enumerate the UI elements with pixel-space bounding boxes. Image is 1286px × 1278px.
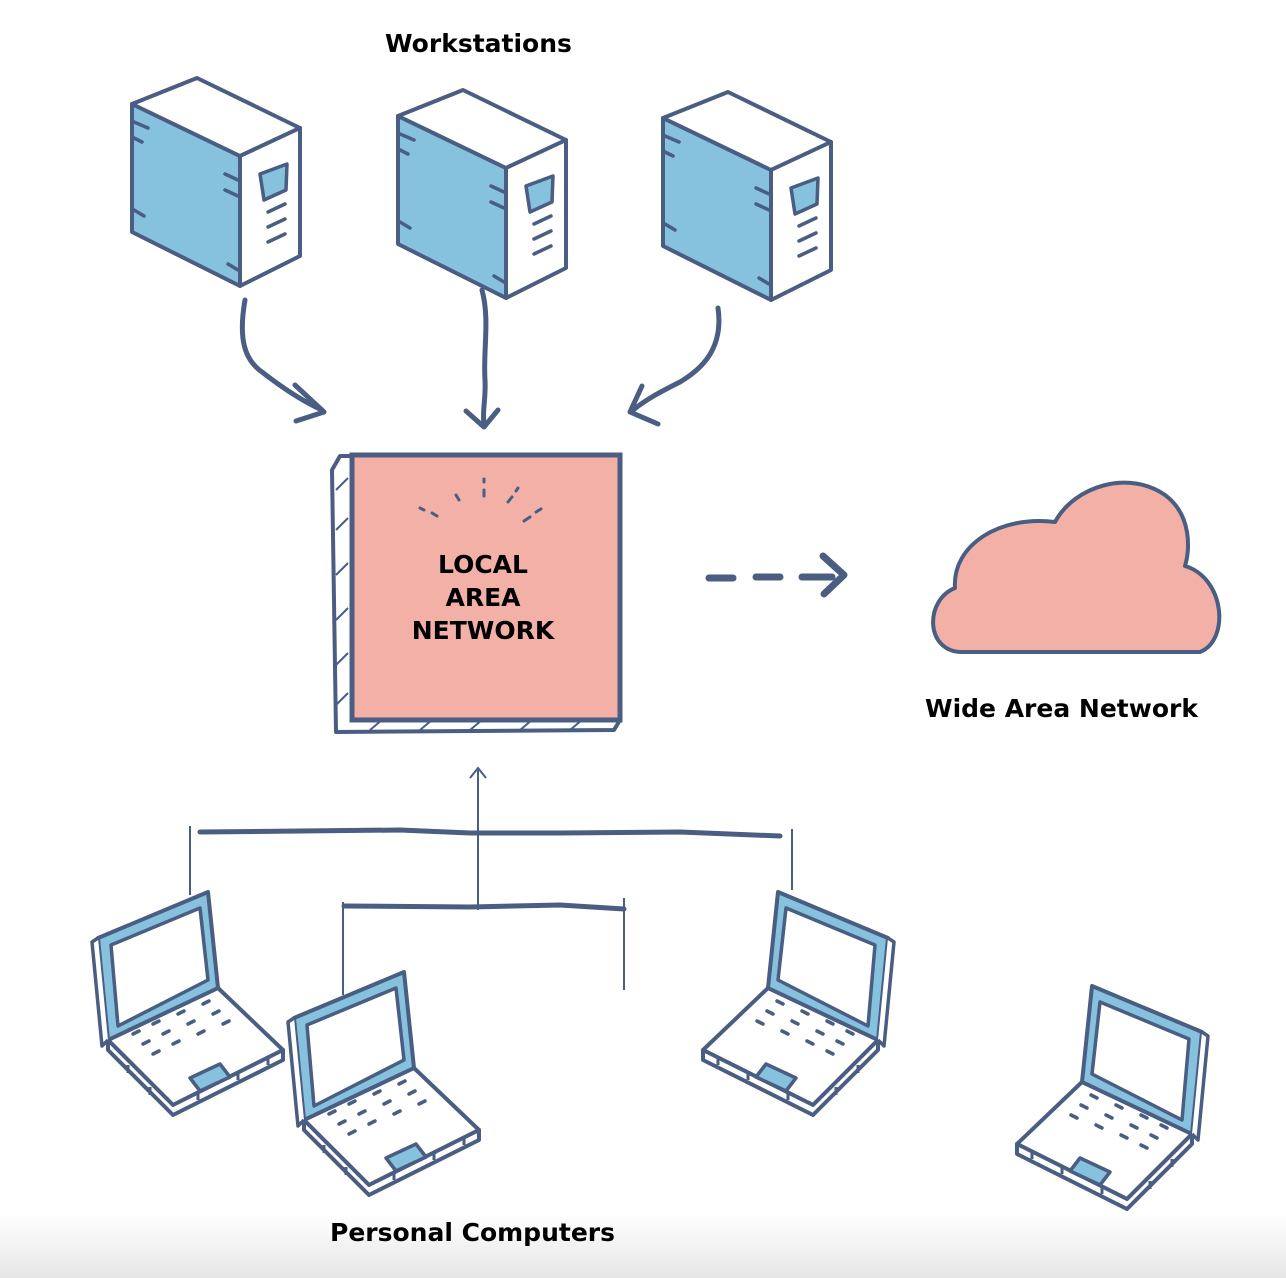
workstations-label: Workstations (385, 29, 572, 58)
laptop-5 (701, 890, 896, 1117)
arrowhead-workstation-2 (463, 407, 501, 430)
wan-label: Wide Area Network (925, 694, 1198, 723)
lan-label-line-3: NETWORK (411, 616, 555, 645)
lan-label: LOCAL AREA NETWORK (352, 548, 614, 647)
laptop-1 (90, 890, 285, 1117)
arrow-workstation-1-to-lan (239, 297, 325, 413)
laptop-2 (286, 970, 481, 1197)
arrow-workstation-3-to-lan (629, 305, 722, 414)
laptop-4 (1015, 984, 1210, 1211)
arrow-workstation-2-to-lan (479, 287, 489, 428)
lan-label-line-1: LOCAL (438, 550, 528, 579)
workstation-2 (396, 88, 568, 300)
lan-label-line-2: AREA (445, 583, 521, 612)
lan-switch (330, 452, 623, 734)
arrow-lan-to-wan (705, 552, 848, 598)
arrowhead-workstation-1 (292, 382, 327, 424)
cloud-icon (931, 480, 1222, 654)
workstation-3 (661, 90, 833, 302)
arrowhead-workstation-3 (627, 383, 661, 427)
workstation-1 (130, 76, 302, 288)
personal-computers-label: Personal Computers (330, 1218, 615, 1247)
pc-network-bus (189, 766, 793, 995)
